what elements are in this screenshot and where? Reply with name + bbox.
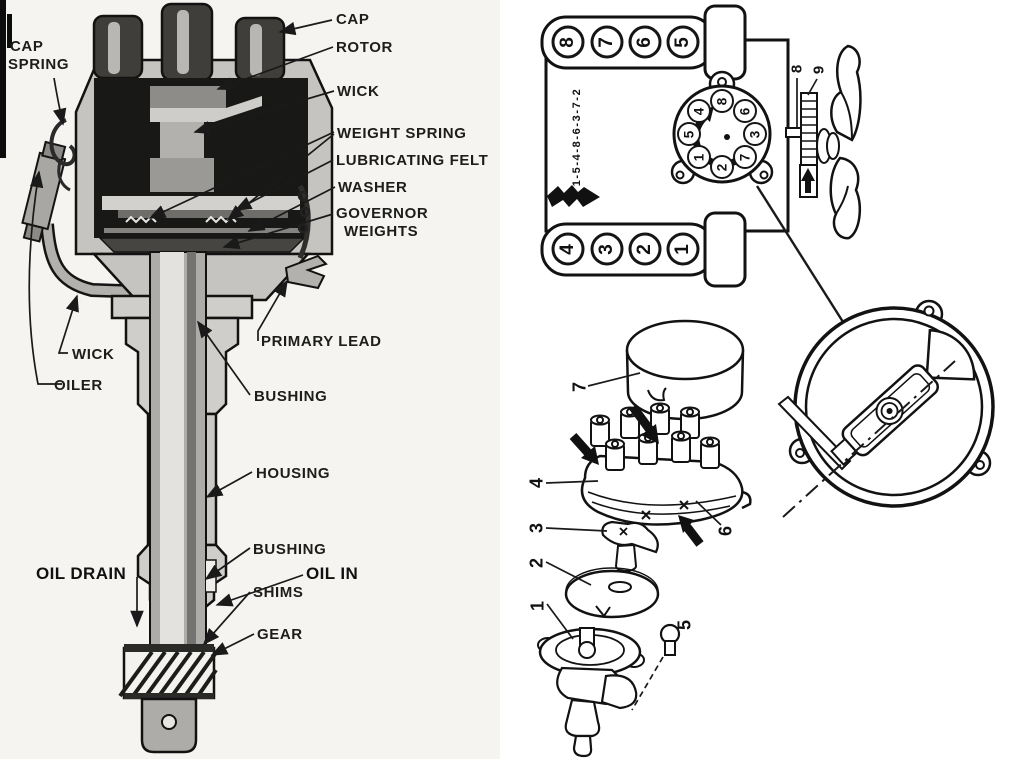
- cylinder-bottom-3: 2: [628, 232, 662, 266]
- callout-pointer-8: 8: [788, 64, 806, 74]
- drive-gear: [118, 644, 218, 700]
- part-shield: [564, 567, 660, 619]
- cylinder-top-3: 6: [628, 25, 662, 59]
- scan-artifact: [0, 0, 6, 158]
- rotor-position-detail: [777, 299, 995, 518]
- detail-rotor: [830, 328, 976, 466]
- cylinder-number: 5: [671, 36, 693, 48]
- label-shims: SHIMS: [253, 584, 304, 601]
- part-bolt: [659, 623, 681, 656]
- terminal-number: 6: [737, 107, 753, 115]
- terminal-number: 4: [691, 107, 707, 115]
- label-primary-lead: PRIMARY LEAD: [261, 333, 382, 350]
- fan-blades: [829, 44, 862, 240]
- label-bushing-lower: BUSHING: [253, 541, 327, 558]
- exploded-view-drawing: [537, 319, 752, 758]
- cylinder-bottom-1: 4: [551, 232, 585, 266]
- terminal-number: 2: [714, 163, 730, 171]
- terminal-number: 3: [747, 130, 763, 138]
- callout-part-2: 2: [526, 557, 547, 569]
- part-rotor: [601, 520, 659, 572]
- label-washer: WASHER: [338, 179, 408, 196]
- callout-part-6: 6: [715, 525, 736, 537]
- label-gear: GEAR: [257, 626, 303, 643]
- main-shaft: [149, 251, 217, 653]
- callout-part-5: 5: [674, 619, 695, 631]
- timing-pointer: [785, 127, 802, 138]
- cylinder-top-2: 7: [590, 25, 624, 59]
- cylinder-top-1: 8: [551, 25, 585, 59]
- label-oil-drain: OIL DRAIN: [36, 564, 127, 583]
- callout-scale-9: 9: [810, 65, 828, 75]
- oiler-tube: [40, 223, 153, 299]
- cylinder-number: 2: [633, 243, 655, 255]
- cap-terminal-5: 5: [677, 122, 701, 146]
- part-body: [537, 627, 645, 758]
- cylinder-number: 1: [671, 243, 693, 255]
- spark-arrow: [547, 185, 600, 207]
- housing-rim-inner: [804, 317, 984, 497]
- label-weight-spring: WEIGHT SPRING: [337, 125, 467, 142]
- distributor-sectional-drawing: [21, 2, 334, 754]
- firing-order-diagram: [540, 4, 862, 334]
- cap-spring-part: [49, 118, 77, 192]
- press-arrows: [569, 404, 704, 547]
- label-lubricating-felt: LUBRICATING FELT: [336, 152, 489, 169]
- bottom-bank-endcap: [703, 211, 747, 288]
- scan-artifact: [7, 14, 12, 48]
- cap-interior: [94, 78, 308, 253]
- callout-part-4: 4: [526, 477, 547, 489]
- label-bushing-upper: BUSHING: [254, 388, 328, 405]
- cap-terminal-1: 1: [687, 145, 711, 169]
- label-housing: HOUSING: [256, 465, 331, 482]
- cylinder-top-4: 5: [666, 25, 700, 59]
- cap-latch: [741, 490, 752, 510]
- cylinder-number: 8: [556, 36, 578, 48]
- cylinder-number: 3: [595, 243, 617, 255]
- timing-scale: [799, 92, 818, 198]
- cylinder-bottom-4: 1: [666, 232, 700, 266]
- label-wick-top: WICK: [337, 83, 380, 100]
- centerline: [782, 360, 956, 518]
- terminal-number: 7: [737, 153, 753, 161]
- terminal-number: 1: [691, 153, 707, 161]
- cylinder-bottom-2: 3: [590, 232, 624, 266]
- cap-terminal-2: 2: [710, 155, 734, 179]
- label-governor-1: GOVERNOR: [336, 205, 429, 222]
- cap-terminal-3: 3: [743, 122, 767, 146]
- terminal-number: 5: [681, 130, 697, 138]
- cylinder-number: 6: [633, 36, 655, 48]
- shaft-tip: [140, 697, 198, 754]
- cylinder-number: 4: [556, 243, 578, 255]
- label-oiler: OILER: [54, 377, 103, 394]
- label-cap-spring-2: SPRING: [8, 56, 70, 73]
- callout-part-7: 7: [569, 381, 590, 393]
- label-cap: CAP: [336, 11, 370, 28]
- label-cap-spring-1: CAP: [10, 38, 44, 55]
- label-wick-left: WICK: [72, 346, 115, 363]
- callout-part-3: 3: [526, 522, 547, 534]
- balancer-hub: [816, 128, 840, 164]
- detail-leader: [755, 185, 852, 334]
- part-dust-cover: [625, 319, 745, 421]
- label-rotor: ROTOR: [336, 39, 393, 56]
- leader-lines: [28, 19, 818, 711]
- label-governor-2: WEIGHTS: [344, 223, 419, 240]
- terminal-number: 8: [714, 97, 730, 105]
- cap-terminal-7: 7: [733, 145, 757, 169]
- label-oil-in: OIL IN: [306, 564, 359, 583]
- cap-terminal-8: 8: [710, 89, 734, 113]
- part-cap: [569, 402, 752, 547]
- rotor-tip-fan: [925, 328, 976, 381]
- cap-terminal-4: 4: [687, 99, 711, 123]
- cylinder-number: 7: [595, 36, 617, 48]
- cap-terminal-6: 6: [733, 99, 757, 123]
- callout-part-1: 1: [527, 600, 548, 612]
- top-bank-endcap: [703, 4, 747, 81]
- firing-order-text: 1-5-4-8-6-3-7-2: [571, 87, 583, 187]
